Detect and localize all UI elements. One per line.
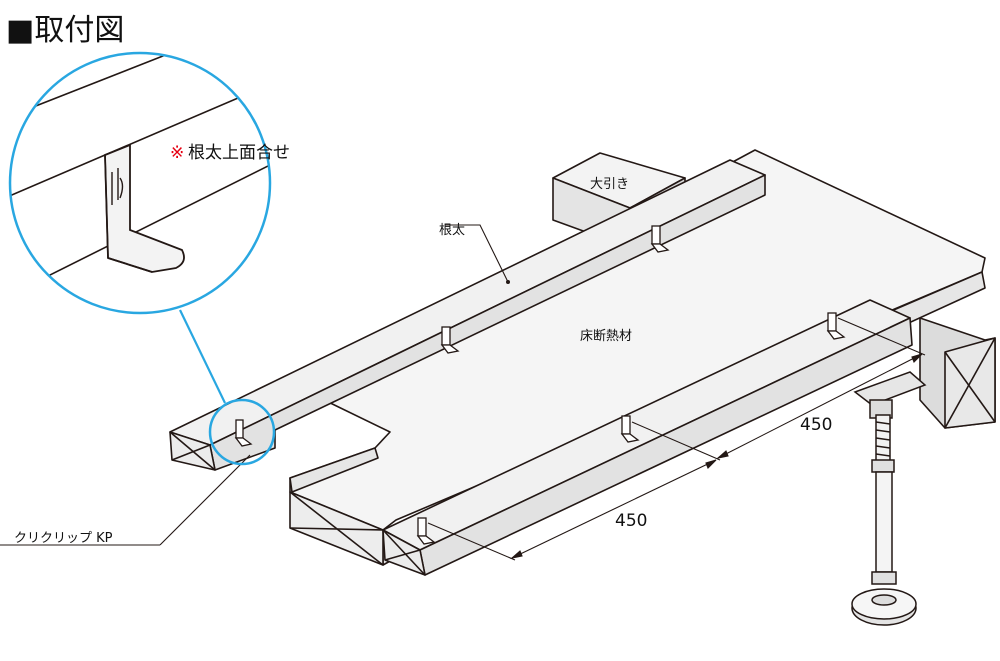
joist-front xyxy=(382,299,913,576)
note-mark: ※ xyxy=(170,143,184,163)
dimension-lines xyxy=(427,317,926,561)
clip-icon xyxy=(620,415,640,443)
insulation-label: 床断熱材 xyxy=(580,329,632,344)
note-text: 根太上面合せ xyxy=(188,143,290,163)
clip-highlight-circle xyxy=(208,398,276,466)
clip-icons xyxy=(416,225,846,545)
joist-label: 根太 xyxy=(439,223,465,238)
clip-label: クリクリップ KP xyxy=(14,531,113,546)
clip-icon xyxy=(234,419,253,447)
joist-leader-dot xyxy=(506,280,510,284)
clip-icon xyxy=(416,517,436,545)
page-title: ■取付図 xyxy=(6,13,124,48)
support-post xyxy=(851,371,927,626)
floor-beam-front xyxy=(919,317,996,429)
dimension-upper-label: 450 xyxy=(800,415,832,435)
detail-callout xyxy=(8,51,272,404)
beam-label: 大引き xyxy=(590,177,629,192)
dimension-lower-label: 450 xyxy=(615,511,647,531)
clip-icon xyxy=(650,225,670,253)
clip-icon xyxy=(826,312,846,340)
clip-icon xyxy=(440,326,460,354)
leader-lines xyxy=(0,224,509,546)
